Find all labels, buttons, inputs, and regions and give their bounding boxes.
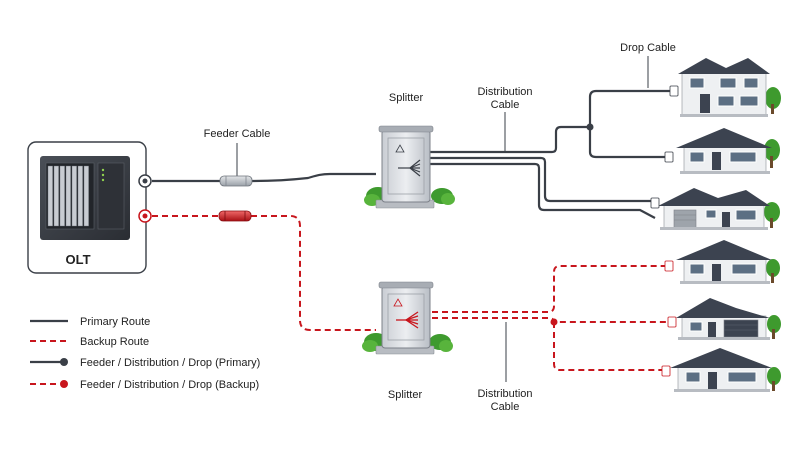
primary-distribution-cable-1 [430, 125, 590, 154]
ont-box-1 [669, 85, 679, 97]
legend-item-label: Backup Route [80, 336, 149, 348]
callout-leaders [236, 56, 649, 382]
legend-primary-dot-swatch [60, 358, 68, 366]
olt-unit: OLT [27, 141, 152, 274]
primary-route [152, 89, 670, 219]
splitter-fan-icon-backup [396, 311, 419, 329]
backup-junction-dot [550, 318, 558, 326]
distribution-cable-top-label-line2: Cable [491, 99, 520, 111]
legend: Primary Route Backup Route Feeder / Dist… [30, 316, 260, 391]
olt-label: OLT [65, 252, 90, 267]
house-2-icon [664, 128, 780, 174]
primary-drop-cable-1 [588, 89, 670, 127]
ont-box-5 [667, 316, 677, 328]
house-3-icon [650, 188, 780, 230]
primary-feeder-connector-icon [219, 175, 253, 187]
legend-item-label: Feeder / Distribution / Drop (Backup) [80, 379, 259, 391]
backup-drop-cable-3 [553, 322, 662, 371]
ont-box-4 [664, 260, 674, 272]
legend-item-label: Feeder / Distribution / Drop (Primary) [80, 357, 260, 369]
warning-icon [395, 144, 405, 153]
backup-distribution-cable-2 [432, 317, 668, 323]
drop-cable-label: Drop Cable [620, 42, 676, 54]
house-1-icon [669, 58, 781, 117]
primary-distribution-cable-2 [430, 156, 655, 203]
splitter-fan-icon [398, 159, 421, 177]
house-4-icon [664, 240, 780, 284]
ont-box-2 [664, 151, 674, 163]
primary-drop-cable-2 [588, 127, 665, 159]
splitter-top-label: Splitter [389, 92, 424, 104]
backup-distribution-cable-1 [432, 265, 665, 313]
ont-box-3 [650, 197, 660, 209]
ont-box-6 [661, 365, 671, 377]
splitter-cabinet-backup: Splitter [362, 281, 453, 401]
legend-backup-dot-swatch [60, 380, 68, 388]
warning-icon-backup [393, 298, 403, 307]
house-5-icon [667, 298, 781, 340]
backup-feeder-connector-icon [218, 210, 252, 222]
splitter-cabinet-primary: Splitter [364, 92, 455, 209]
feeder-cable-label: Feeder Cable [204, 128, 271, 140]
distribution-cable-bottom-label-line1: Distribution [477, 388, 532, 400]
primary-distribution-cable-3 [430, 162, 656, 219]
legend-item-label: Primary Route [80, 316, 150, 328]
backup-feeder-cable-b [251, 215, 376, 331]
primary-junction-dot [586, 123, 594, 131]
house-6-icon [661, 348, 781, 392]
primary-feeder-cable-b [251, 172, 376, 183]
distribution-cable-top-label-line1: Distribution [477, 86, 532, 98]
splitter-bottom-label: Splitter [388, 389, 423, 401]
distribution-cable-bottom-label-line2: Cable [491, 401, 520, 413]
